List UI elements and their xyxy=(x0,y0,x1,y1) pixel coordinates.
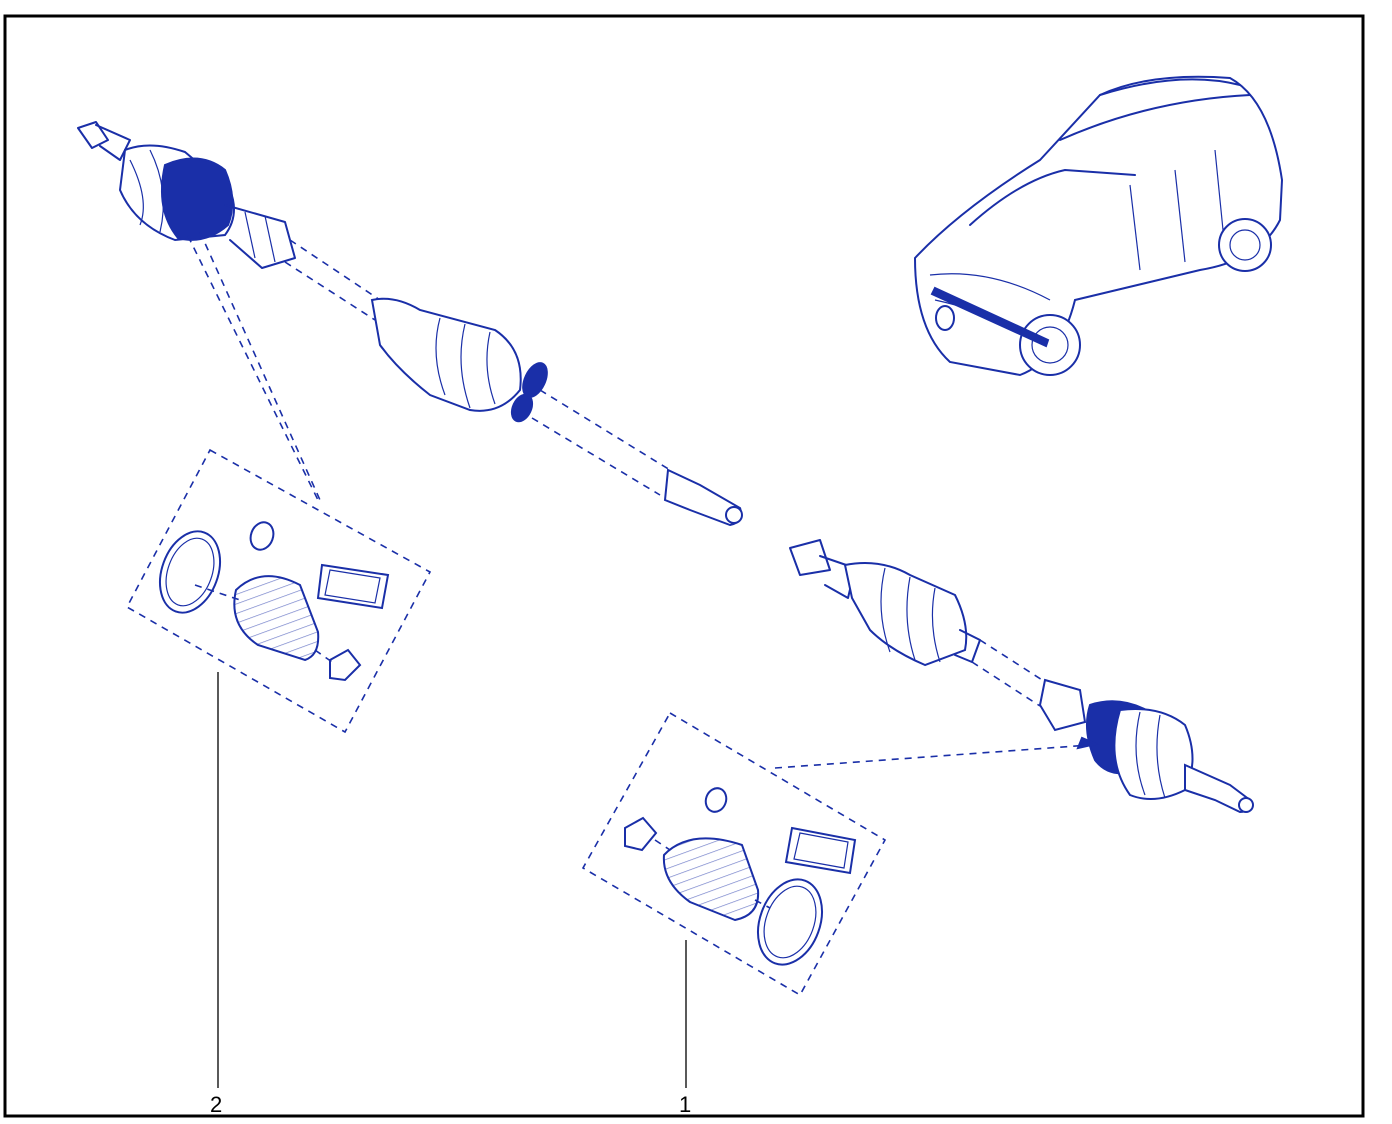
circlip xyxy=(704,787,728,813)
right-explode-guide xyxy=(774,744,1091,769)
callout-2-label: 2 xyxy=(210,1092,222,1117)
diagram-frame xyxy=(3,14,1365,1118)
boot-kit-1 xyxy=(581,711,887,997)
left-driveshaft xyxy=(77,121,743,527)
kit-2-outline xyxy=(125,448,432,734)
grease-sachet xyxy=(316,563,390,610)
vehicle-driveshaft-highlight xyxy=(930,286,1050,348)
right-driveshaft xyxy=(789,539,1254,814)
boot-kit-2 xyxy=(125,448,432,734)
large-clamp-ring xyxy=(159,530,221,614)
left-explode-guide xyxy=(199,231,321,501)
outer-boot-highlight xyxy=(161,157,234,241)
grease-sachet xyxy=(784,826,857,875)
small-nut xyxy=(624,816,658,852)
vehicle-illustration xyxy=(913,75,1284,377)
small-nut xyxy=(329,648,362,682)
large-clamp-ring xyxy=(757,878,823,966)
callout-1-label: 1 xyxy=(679,1092,691,1117)
circlip xyxy=(249,521,275,551)
